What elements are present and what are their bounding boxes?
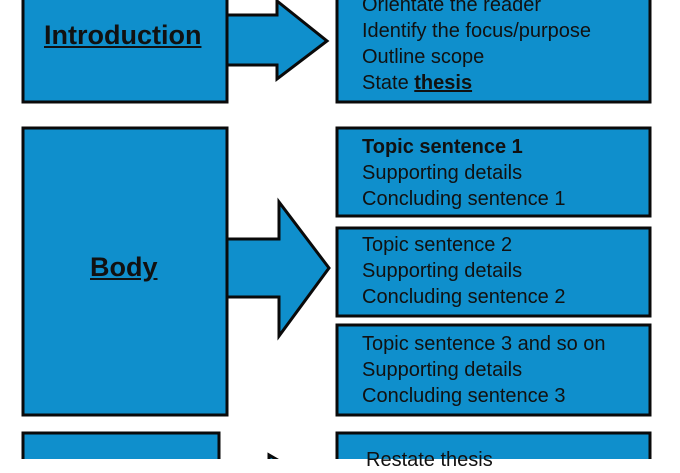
diagram-shapes (21, 0, 652, 459)
introduction-point: Identify the focus/purpose (362, 20, 592, 42)
body-paragraph-2-box (335, 226, 652, 318)
thesis-prefix: State (362, 72, 415, 94)
thesis-line: State thesis (362, 70, 591, 96)
introduction-point: Outline scope (362, 46, 485, 68)
body-paragraph-3: Topic sentence 3 and so on Supporting de… (362, 331, 606, 409)
introduction-arrow (225, 0, 330, 83)
concluding-sentence: Concluding sentence 1 (362, 188, 566, 210)
body-paragraph-1: Topic sentence 1 Supporting details Conc… (362, 134, 565, 212)
conclusion-points: Restate thesis (366, 447, 493, 473)
introduction-points: Orientate the reader Identify the focus/… (362, 0, 591, 96)
topic-sentence: Topic sentence 3 and so on (362, 333, 606, 355)
body-arrow (225, 197, 331, 341)
thesis-word: thesis (414, 72, 473, 94)
introduction-points-box (335, 0, 652, 104)
concluding-sentence: Concluding sentence 3 (362, 385, 566, 407)
conclusion-point: Restate thesis (366, 449, 493, 471)
topic-sentence: Topic sentence 1 (362, 136, 523, 158)
conclusion-points-box (335, 431, 652, 459)
supporting-details: Supporting details (362, 359, 523, 381)
body-paragraph-3-box (335, 323, 652, 417)
introduction-block (21, 0, 229, 104)
conclusion-arrow (267, 452, 279, 459)
body-paragraph-2: Topic sentence 2 Supporting details Conc… (362, 232, 565, 310)
body-paragraph-1-box (335, 126, 652, 218)
supporting-details: Supporting details (362, 162, 523, 184)
introduction-label: Introduction (44, 20, 202, 50)
concluding-sentence: Concluding sentence 2 (362, 286, 566, 308)
topic-sentence: Topic sentence 2 (362, 234, 513, 256)
conclusion-block (21, 431, 221, 459)
supporting-details: Supporting details (362, 260, 523, 282)
essay-structure-diagram: Introduction Orientate the reader Identi… (21, 0, 652, 471)
body-label: Body (90, 252, 158, 282)
introduction-point: Orientate the reader (362, 0, 541, 16)
